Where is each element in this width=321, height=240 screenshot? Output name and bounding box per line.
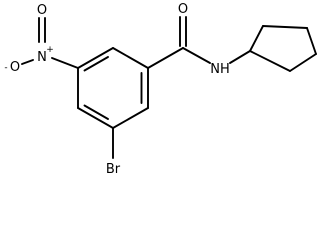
nitro-group: N + O O - (4, 3, 79, 75)
cyclopentyl-bond-2 (262, 25, 308, 29)
structure-diagram: O NH N + O O - Br (4, 2, 317, 177)
bond-carbonyl-to-nitrogen (182, 47, 211, 64)
bond-ring-to-nitro (51, 57, 79, 69)
nitro-oxygen-top-label: O (37, 3, 47, 18)
benzene-ring (77, 47, 149, 129)
ring-bond-c3-c4 (77, 107, 114, 129)
bond-nitrogen-to-cyclopentyl (229, 50, 251, 64)
ring-double-bond-inner-3 (83, 56, 109, 72)
amide-nitrogen-label: NH (210, 62, 230, 77)
ring-bond-c5-c6 (77, 47, 114, 69)
carbonyl-oxygen-label: O (178, 2, 188, 17)
bromine-substituent: Br (106, 127, 121, 177)
nitro-nitrogen-label: N (37, 50, 47, 65)
nitro-nitrogen-charge: + (46, 45, 54, 55)
cyclopentyl-ring (249, 25, 317, 72)
nitro-single-bond (21, 59, 34, 65)
cyclopentyl-bond-1 (249, 25, 264, 52)
ring-double-bond-inner-2 (83, 104, 109, 120)
amide-group: O NH (147, 2, 251, 77)
nitro-oxygen-left-label: O (10, 60, 20, 75)
ring-bond-c2-c3 (112, 107, 149, 129)
bromine-label: Br (106, 162, 121, 177)
cyclopentyl-bond-5 (249, 50, 291, 72)
ring-bond-c6-c1 (112, 47, 149, 69)
cyclopentyl-bond-3 (306, 27, 317, 55)
nitro-oxygen-left-charge: - (4, 63, 7, 73)
bond-ring-to-carbonyl (147, 47, 184, 69)
cyclopentyl-bond-4 (289, 53, 317, 72)
